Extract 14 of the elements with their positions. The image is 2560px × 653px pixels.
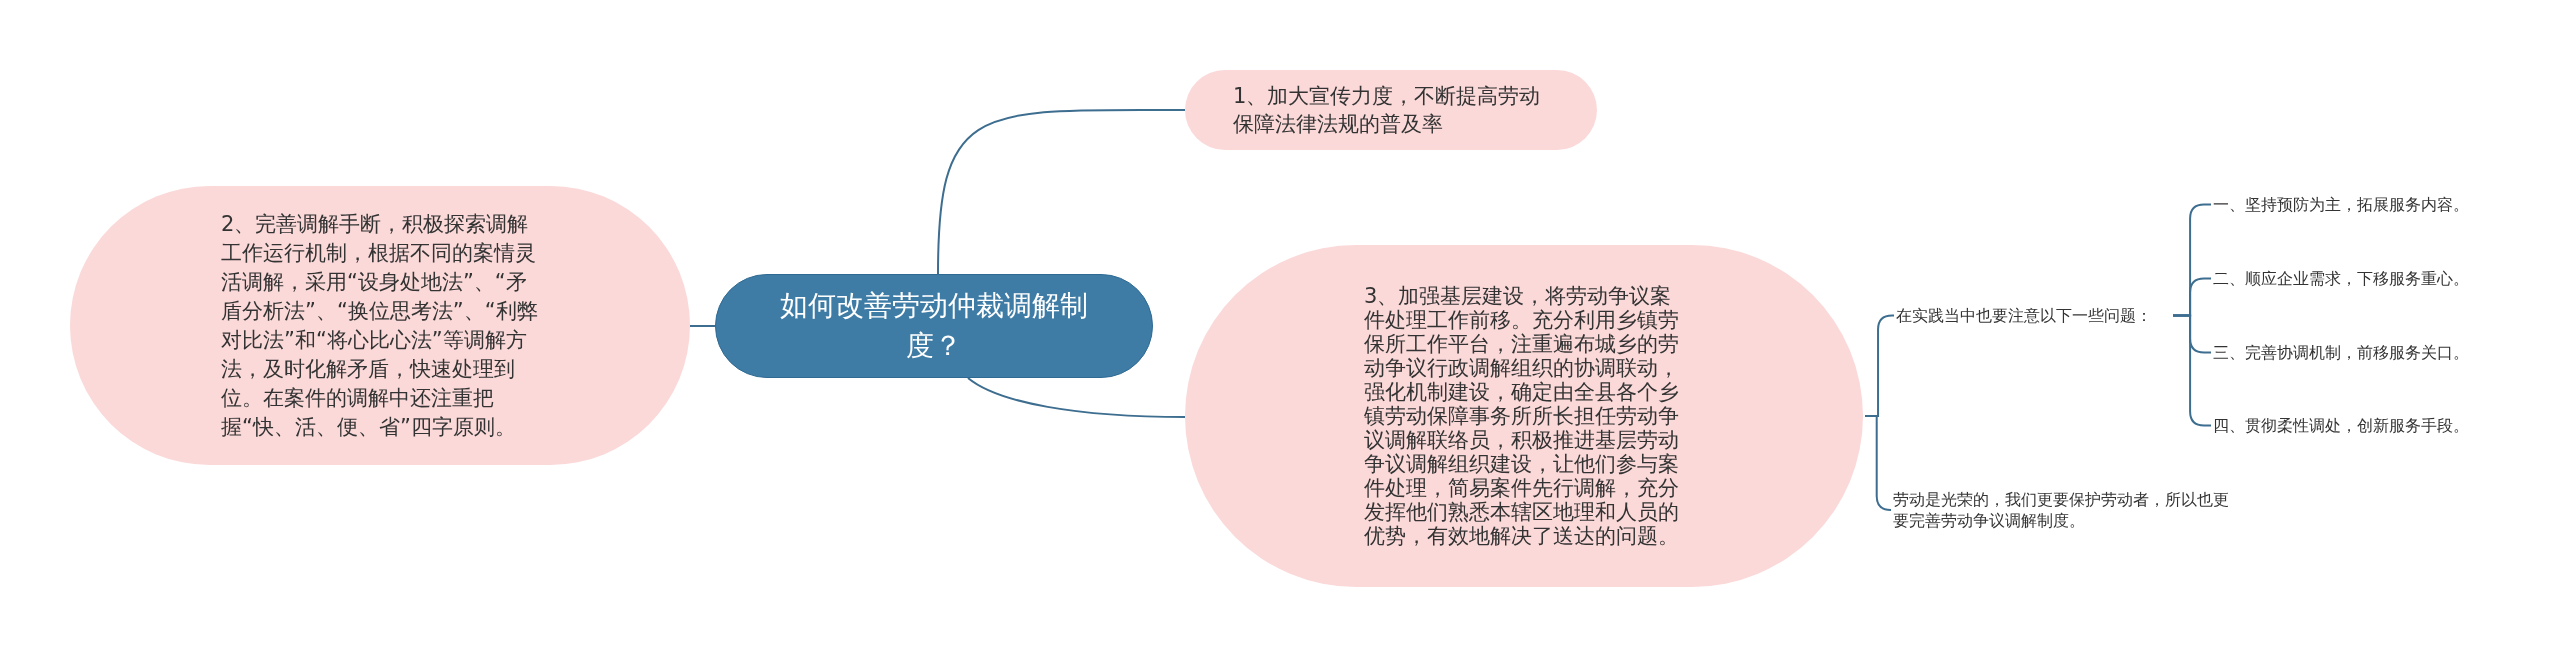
title-text: 如何改善劳动仲裁调解制度？ — [779, 288, 1089, 364]
list-item: 四、贯彻柔性调处，创新服务手段。 — [2213, 415, 2483, 436]
connector-line — [937, 108, 1186, 275]
list-item: 三、完善协调机制，前移服务关口。 — [2213, 342, 2483, 363]
topic-text: 3、加强基层建设，将劳动争议案件处理工作前移。充分利用乡镇劳保所工作平台，注重遍布城乡的劳动争议行政调解组织的协调联动，强化机制建设，确定由全县各个乡镇劳动保障事务所所长担任劳动争议调解联络员，积极推进基层劳动争议调解组织建设，让他们参与案件处理，简易案件先行调解，充分发挥他们熟悉本辖区地理和人员的优势，有效地解决了送达的问题。 — [1364, 284, 1680, 548]
note-text: 劳动是光荣的，我们更要保护劳动者，所以也更要完善劳动争议调解制度。 — [1893, 489, 2233, 531]
list-item: 一、坚持预防为主，拓展服务内容。 — [2213, 194, 2483, 215]
list-heading: 在实践当中也要注意以下一些问题： — [1896, 305, 2171, 326]
topic-text: 2、完善调解手断，积极探索调解工作运行机制，根据不同的案情灵活调解，采用“设身处地法”、“矛盾分析法”、“换位思考法”、“利弊对比法”和“将心比心法”等调解方法，及时化解矛盾，快速处理到位。在案件的调解中还注重把握“快、活、便、省”四字原则。 — [221, 210, 539, 441]
topic-text: 1、加大宣传力度，不断提高劳动保障法律法规的普及率 — [1233, 83, 1542, 138]
connector-line — [1864, 415, 1892, 511]
list-item: 二、顺应企业需求，下移服务重心。 — [2213, 268, 2483, 289]
connector-line — [967, 377, 1186, 418]
connector-line — [689, 325, 716, 327]
